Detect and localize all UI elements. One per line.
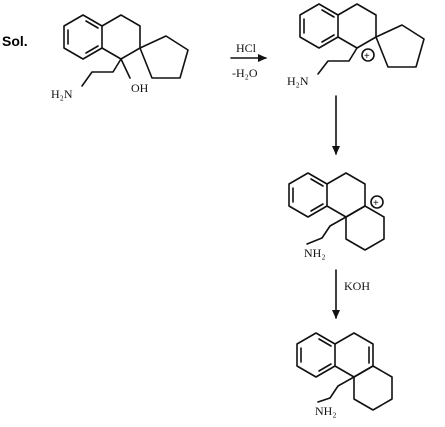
charge-label-1: + <box>364 51 370 62</box>
positive-charge-icon <box>361 48 375 62</box>
aminoethyl-chain-4 <box>317 376 355 403</box>
cyclopentane-ring-2 <box>375 24 425 68</box>
starting-alcohol-structure: H₂N OH <box>51 14 189 101</box>
cyclohexane-ring <box>101 14 141 60</box>
cyclohexane-ring-2 <box>337 3 377 49</box>
carbocation-expanded-structure: + NH₂ <box>288 172 385 260</box>
benzene-ring-3 <box>288 172 328 218</box>
cyclopentane-ring <box>139 35 189 79</box>
amine-label-4: NH₂ <box>315 404 337 418</box>
positive-charge-icon-2 <box>370 195 384 209</box>
middle-ring-4 <box>334 332 374 378</box>
amine-label-3: NH₂ <box>304 246 326 260</box>
reaction-arrow-3: KOH <box>332 269 370 319</box>
reaction-arrow-1: HCl -H₂O <box>230 41 267 80</box>
amine-label-1: H₂N <box>51 87 73 101</box>
aminoethyl-chain-3 <box>306 216 347 245</box>
aminoethyl-chain-2 <box>317 47 358 75</box>
middle-ring-3 <box>326 172 366 218</box>
cyclohexane-ring-4 <box>353 365 393 411</box>
charge-label-2: + <box>373 198 379 209</box>
carbocation-spiro-structure: + H₂N <box>287 3 425 88</box>
benzene-ring-4 <box>296 332 336 378</box>
product-alkene-structure: NH₂ <box>296 332 393 418</box>
solution-label: Sol. <box>2 33 28 49</box>
aminoethyl-chain <box>81 58 122 87</box>
cyclohexane-ring-3 <box>345 205 385 251</box>
hydroxyl-label: OH <box>131 81 149 95</box>
reagent-hcl: HCl <box>236 41 257 55</box>
amine-label-2: H₂N <box>287 74 309 88</box>
benzene-ring <box>63 14 103 60</box>
reagent-koh: KOH <box>344 279 370 293</box>
benzene-ring-2 <box>299 3 339 49</box>
reagent-dehydration: -H₂O <box>232 66 258 80</box>
